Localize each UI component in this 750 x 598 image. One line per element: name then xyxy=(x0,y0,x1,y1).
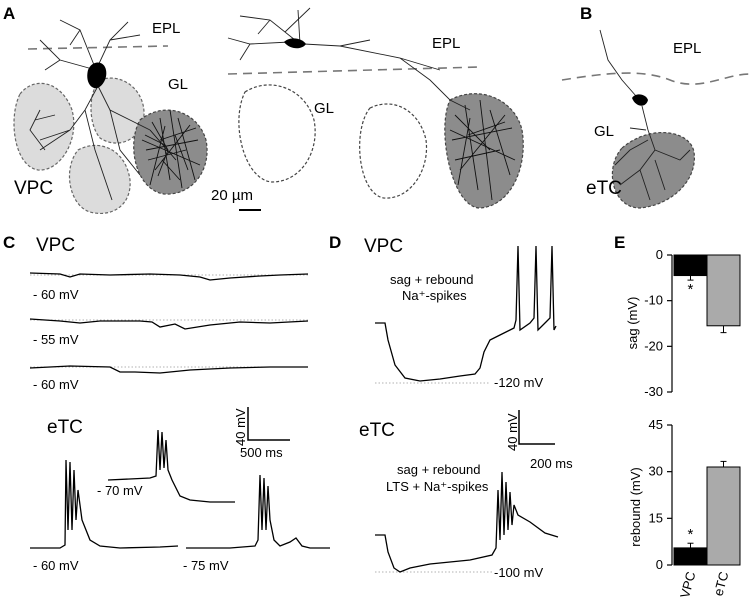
vpc-trace-d xyxy=(375,245,557,382)
bar-vpc xyxy=(673,254,708,277)
glomerulus-outline-1 xyxy=(238,84,316,183)
panel-label-d: D xyxy=(329,233,341,252)
vpc-dendrite-tuft-left xyxy=(141,109,201,189)
voltage-vpc-d: -120 mV xyxy=(494,375,543,390)
layer-boundary-left xyxy=(27,45,169,50)
category-label-vpc: VPC xyxy=(677,570,698,598)
panel-label-a: A xyxy=(3,4,15,23)
glomerulus-dark-right xyxy=(444,93,524,209)
etc-soma-b xyxy=(632,94,648,106)
note-etc-d-2: LTS + Na⁺-spikes xyxy=(386,479,489,494)
rebound-category-labels: VPC eTC xyxy=(677,570,731,598)
sag-significance-star: * xyxy=(688,281,694,298)
etc-traces-c xyxy=(30,429,330,549)
glomerulus-light-1 xyxy=(13,82,75,171)
y-tick-label: -30 xyxy=(644,384,663,399)
label-etc-b: eTC xyxy=(586,178,622,199)
etc-processes-b xyxy=(599,29,691,201)
scale-t-c: 500 ms xyxy=(240,445,283,460)
scale-bar-d xyxy=(518,410,555,445)
y-tick-label: -20 xyxy=(644,338,663,353)
voltage-c-5: - 60 mV xyxy=(33,558,79,573)
scale-v-c: 40 mV xyxy=(233,408,248,446)
note-etc-d-1: sag + rebound xyxy=(397,462,480,477)
layer-boundary-b xyxy=(561,72,750,85)
scale-label-20um: 20 µm xyxy=(211,187,253,204)
bar-etc xyxy=(706,466,741,566)
panel-label-e: E xyxy=(614,233,625,252)
vpc-traces-c xyxy=(29,272,309,374)
vpc-soma-left xyxy=(87,62,107,89)
glomerulus-dark-b xyxy=(611,132,695,209)
label-epl-left: EPL xyxy=(152,20,180,37)
scale-v-d: 40 mV xyxy=(505,413,520,451)
note-vpc-d-2: Na⁺-spikes xyxy=(402,288,467,303)
label-epl-b: EPL xyxy=(673,40,701,57)
y-tick-label: 45 xyxy=(649,417,663,432)
rebound-ylabel: rebound (mV) xyxy=(628,467,643,546)
bar-vpc xyxy=(673,547,708,566)
y-tick-label: -10 xyxy=(644,293,663,308)
y-tick-label: 0 xyxy=(656,557,663,572)
voltage-c-1: - 60 mV xyxy=(33,287,79,302)
vpc-dendrite-tuft-right xyxy=(449,99,516,201)
voltage-c-4: - 70 mV xyxy=(97,483,143,498)
rebound-significance-star: * xyxy=(688,526,694,543)
category-label-etc: eTC xyxy=(711,570,732,598)
glomerulus-light-2 xyxy=(90,77,145,144)
etc-trace-d xyxy=(375,471,559,573)
vpc-soma-right xyxy=(284,38,306,49)
voltage-c-3: - 60 mV xyxy=(33,377,79,392)
sag-ticks: 0 -10 -20 -30 xyxy=(644,247,672,399)
note-vpc-d-1: sag + rebound xyxy=(390,272,473,287)
y-tick-label: 15 xyxy=(649,510,663,525)
bar-etc xyxy=(706,254,741,327)
glomerulus-outline-2 xyxy=(359,103,428,199)
panel-label-c: C xyxy=(3,233,15,252)
label-vpc-c: VPC xyxy=(36,235,75,256)
label-etc-d: eTC xyxy=(359,420,395,441)
voltage-c-2: - 55 mV xyxy=(33,332,79,347)
y-tick-label: 30 xyxy=(649,464,663,479)
label-epl-right: EPL xyxy=(432,35,460,52)
voltage-c-6: - 75 mV xyxy=(183,558,229,573)
scale-bar-c xyxy=(247,407,290,441)
vpc-processes-left xyxy=(29,19,151,201)
voltage-etc-d: -100 mV xyxy=(494,565,543,580)
panel-label-b: B xyxy=(580,4,592,23)
label-gl-left: GL xyxy=(168,76,188,93)
label-vpc-a: VPC xyxy=(14,178,53,199)
sag-ylabel: sag (mV) xyxy=(625,297,640,350)
label-gl-b: GL xyxy=(594,123,614,140)
rebound-ticks: 0 15 30 45 xyxy=(649,417,672,572)
label-etc-c: eTC xyxy=(47,417,83,438)
label-vpc-d: VPC xyxy=(364,236,403,257)
layer-boundary-right xyxy=(227,66,481,75)
y-tick-label: 0 xyxy=(656,247,663,262)
sag-bars xyxy=(673,254,741,334)
vpc-axon-right xyxy=(227,7,471,111)
scale-t-d: 200 ms xyxy=(530,456,573,471)
glomerulus-light-3 xyxy=(68,144,131,214)
rebound-bars xyxy=(673,460,741,566)
label-gl-right: GL xyxy=(314,100,334,117)
